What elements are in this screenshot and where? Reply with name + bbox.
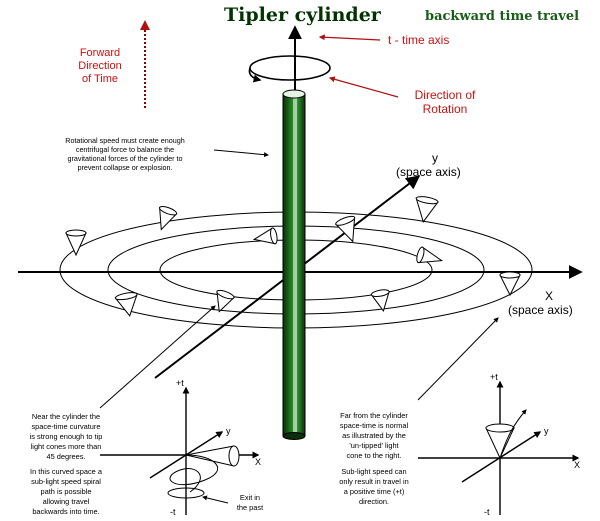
svg-text:a positive time (+t): a positive time (+t) (344, 487, 405, 496)
svg-text:gravitational forces of the cy: gravitational forces of the cylinder to (67, 154, 182, 163)
left-inset: +t -t y X (100, 378, 261, 517)
svg-text:prevent collapse or explosion.: prevent collapse or explosion. (77, 163, 172, 172)
cone-10 (114, 292, 138, 317)
cone-3 (252, 227, 278, 245)
svg-text:backwards into time.: backwards into time. (32, 507, 99, 516)
rotation-indicator (248, 55, 331, 83)
svg-text:'un-tipped' light: 'un-tipped' light (349, 441, 398, 450)
tipler-cylinder (282, 89, 306, 440)
cone-1 (65, 229, 87, 257)
svg-text:-t: -t (484, 507, 490, 517)
svg-text:path is possible: path is possible (41, 487, 92, 496)
far-note-pointer (417, 317, 499, 401)
cone-6 (416, 246, 444, 264)
svg-text:Rotational speed must create e: Rotational speed must create enough (65, 136, 184, 145)
svg-text:is strong enough to tip: is strong enough to tip (30, 432, 103, 441)
svg-text:allowing travel: allowing travel (43, 497, 90, 506)
rotation-label-1: Direction of (415, 88, 476, 102)
time-axis-label: t - time axis (388, 33, 449, 47)
rotational-note-pointer (213, 149, 269, 158)
cone-5 (415, 196, 439, 223)
svg-text:X: X (255, 457, 261, 467)
near-note-pointer (99, 305, 216, 409)
near-cylinder-note: Near the cylinder the space-time curvatu… (30, 412, 103, 461)
exit-past-note: Exit in the past (237, 493, 263, 512)
light-cones (65, 196, 521, 317)
rotation-label-2: Rotation (423, 102, 468, 116)
svg-text:-t: -t (170, 507, 176, 517)
svg-text:+t: +t (176, 378, 184, 388)
sub-light-note: Sub-light speed can only result in trave… (339, 467, 408, 506)
time-axis-pointer (318, 34, 381, 41)
svg-text:Far from the cylinder: Far from the cylinder (340, 411, 408, 420)
svg-text:space-time is normal: space-time is normal (340, 421, 409, 430)
svg-text:the past: the past (237, 503, 263, 512)
svg-text:Near the cylinder the: Near the cylinder the (32, 412, 100, 421)
svg-text:as illustrated by the: as illustrated by the (342, 431, 406, 440)
cone-8 (370, 289, 390, 312)
svg-text:In this curved space a: In this curved space a (30, 467, 103, 476)
svg-text:Exit in: Exit in (240, 493, 260, 502)
svg-text:+t: +t (490, 372, 498, 382)
title: Tipler cylinder (224, 4, 382, 26)
y-axis-sub-label: (space axis) (396, 165, 461, 179)
forward-label-3: of Time (82, 73, 118, 85)
svg-text:space-time curvature: space-time curvature (31, 422, 100, 431)
svg-text:light cones more than: light cones more than (31, 442, 102, 451)
svg-text:only result in travel in: only result in travel in (339, 477, 408, 486)
svg-text:direction.: direction. (359, 497, 389, 506)
svg-text:X: X (574, 460, 580, 470)
cone-9 (216, 289, 235, 313)
cone-4 (334, 215, 356, 243)
far-cylinder-note: Far from the cylinder space-time is norm… (340, 411, 409, 460)
svg-text:centrifugal force to balance t: centrifugal force to balance the (76, 145, 174, 154)
right-inset: +t -t y X (418, 372, 580, 517)
svg-text:y: y (226, 426, 231, 436)
cone-7 (499, 271, 521, 297)
x-axis-sub-label: (space axis) (508, 303, 573, 317)
rotational-speed-note: Rotational speed must create enough cent… (65, 136, 184, 172)
svg-text:45 degrees.: 45 degrees. (46, 452, 85, 461)
curved-space-note: In this curved space a sub-light speed s… (30, 467, 103, 516)
rotation-pointer (328, 76, 399, 98)
x-axis-label: X (545, 289, 553, 303)
forward-label-1: Forward (80, 47, 120, 59)
y-axis-label: y (432, 151, 438, 165)
svg-text:cone to the right.: cone to the right. (346, 451, 401, 460)
svg-text:sub-light speed spiral: sub-light speed spiral (31, 477, 101, 486)
svg-text:Sub-light speed can: Sub-light speed can (341, 467, 406, 476)
svg-text:y: y (544, 426, 549, 436)
forward-label-2: Direction (78, 60, 121, 72)
cone-2 (159, 206, 178, 231)
subtitle: backward time travel (425, 9, 579, 24)
